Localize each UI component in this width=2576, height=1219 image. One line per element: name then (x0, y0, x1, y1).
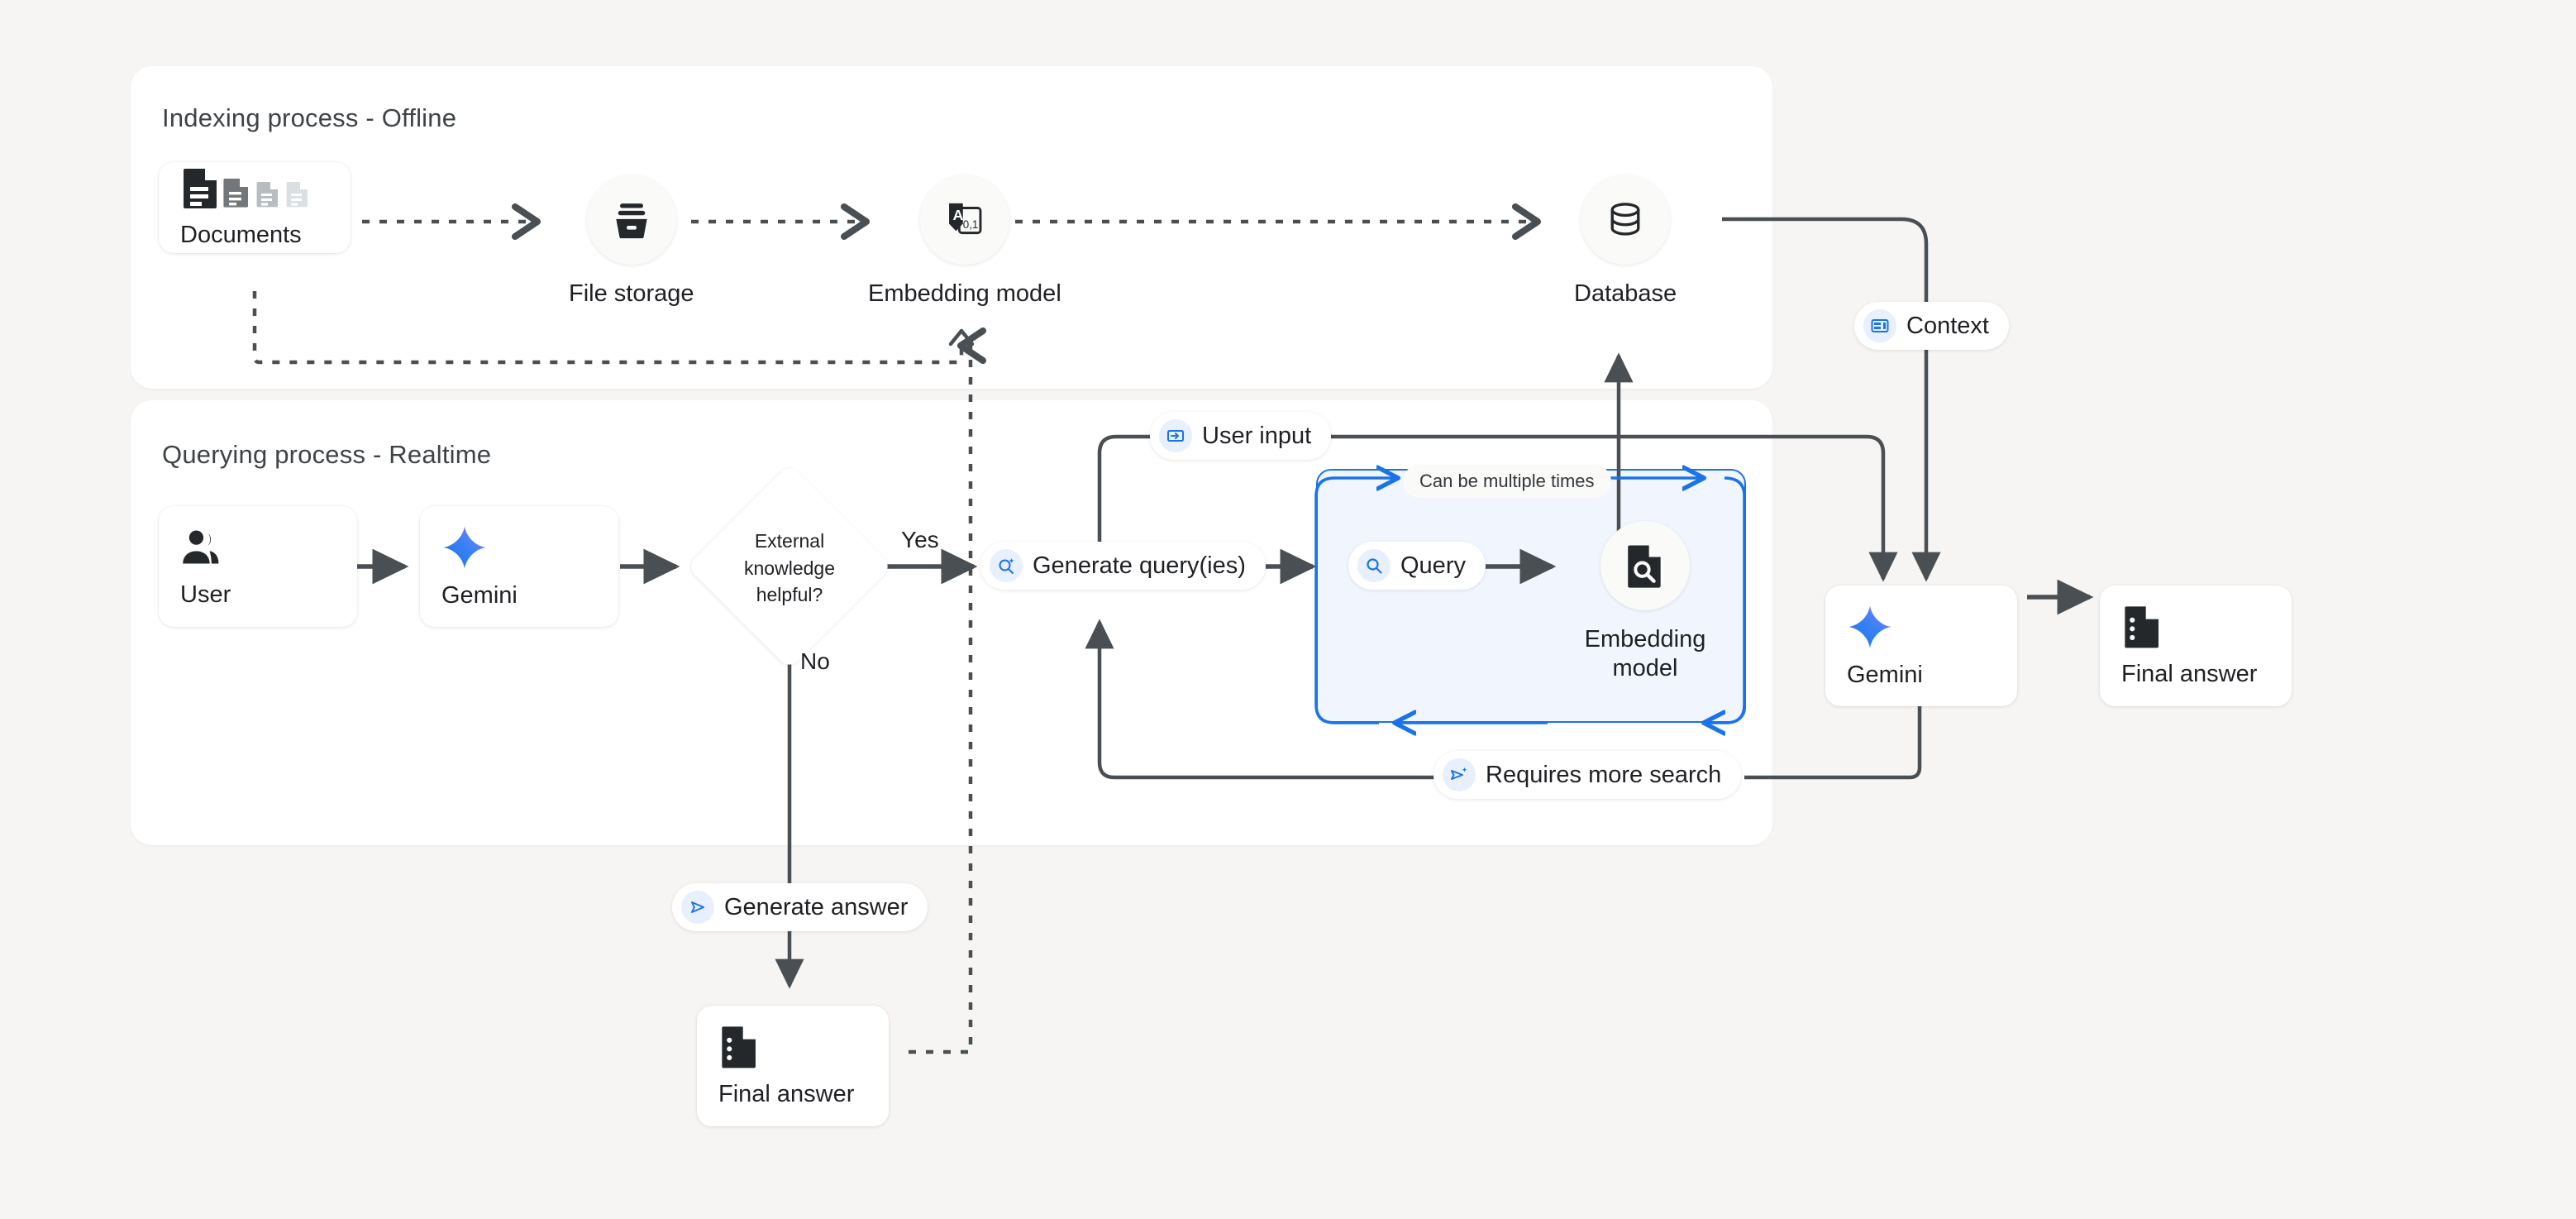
edge-label-yes: Yes (901, 527, 939, 552)
document-search-icon (1600, 521, 1690, 610)
gemini-sparkle-icon (441, 524, 597, 571)
node-gemini-left-label: Gemini (441, 581, 518, 609)
panel-querying-title: Querying process - Realtime (162, 440, 492, 469)
search-icon (1357, 549, 1391, 582)
pill-requires-more-search-label: Requires more search (1486, 761, 1722, 788)
send-sparkle-icon (1443, 758, 1476, 791)
final-answer-icon (718, 1024, 867, 1069)
database-icon (1581, 175, 1671, 265)
node-user-label: User (180, 581, 231, 608)
documents-icon (180, 167, 329, 210)
node-final-answer-right-label: Final answer (2121, 661, 2258, 687)
node-file-storage[interactable]: File storage (569, 175, 694, 308)
pill-generate-queries-label: Generate query(ies) (1033, 552, 1246, 579)
node-embedding-model[interactable]: 0,1 A Embedding model (868, 175, 1061, 308)
pill-context-label: Context (1906, 312, 1989, 339)
panel-indexing-title: Indexing process - Offline (162, 103, 457, 132)
embedding-model-icon: 0,1 A (919, 175, 1009, 265)
pill-query-label: Query (1400, 552, 1466, 579)
node-gemini-right[interactable]: Gemini (1825, 586, 2017, 706)
svg-text:0,1: 0,1 (963, 218, 979, 231)
decision-line-1: External (754, 530, 825, 552)
edge-label-no: No (800, 648, 830, 674)
gemini-sparkle-icon (1847, 604, 1996, 650)
node-gemini-left[interactable]: Gemini (420, 506, 618, 627)
pill-query[interactable]: Query (1348, 542, 1486, 590)
pill-generate-answer[interactable]: Generate answer (672, 883, 928, 931)
node-embedding-model-label: Embedding model (868, 280, 1061, 307)
decision-line-2: knowledge (744, 557, 835, 579)
file-storage-icon (586, 175, 676, 265)
node-file-storage-label: File storage (569, 280, 694, 307)
pill-user-input-label: User input (1202, 422, 1312, 449)
node-user[interactable]: User (159, 506, 357, 627)
pill-user-input[interactable]: User input (1150, 412, 1332, 460)
search-sparkle-icon (990, 549, 1023, 582)
pill-context[interactable]: Context (1854, 302, 2009, 350)
svg-text:A: A (952, 207, 963, 223)
final-answer-icon (2121, 604, 2270, 649)
node-embedding-model-query-label: Embedding model (1584, 626, 1706, 682)
loop-label: Can be multiple times (1403, 465, 1611, 498)
node-documents-label: Documents (180, 221, 302, 248)
pill-generate-queries[interactable]: Generate query(ies) (980, 542, 1266, 590)
node-database[interactable]: Database (1574, 175, 1677, 308)
node-embedding-model-query[interactable]: Embedding model (1575, 521, 1715, 684)
user-icon (180, 524, 336, 570)
context-panel-icon (1863, 309, 1896, 342)
decision-label: External knowledge helpful? (707, 528, 872, 609)
pill-generate-answer-label: Generate answer (724, 893, 909, 920)
node-gemini-right-label: Gemini (1847, 661, 1923, 688)
node-final-answer-bottom[interactable]: Final answer (697, 1006, 889, 1126)
node-documents[interactable]: Documents (159, 162, 351, 253)
node-final-answer-bottom-label: Final answer (718, 1081, 855, 1107)
input-arrow-icon (1159, 419, 1192, 452)
node-database-label: Database (1574, 280, 1677, 307)
decision-line-3: helpful? (756, 584, 823, 606)
send-icon (681, 891, 714, 924)
node-final-answer-right[interactable]: Final answer (2100, 586, 2292, 706)
pill-requires-more-search[interactable]: Requires more search (1433, 751, 1742, 799)
